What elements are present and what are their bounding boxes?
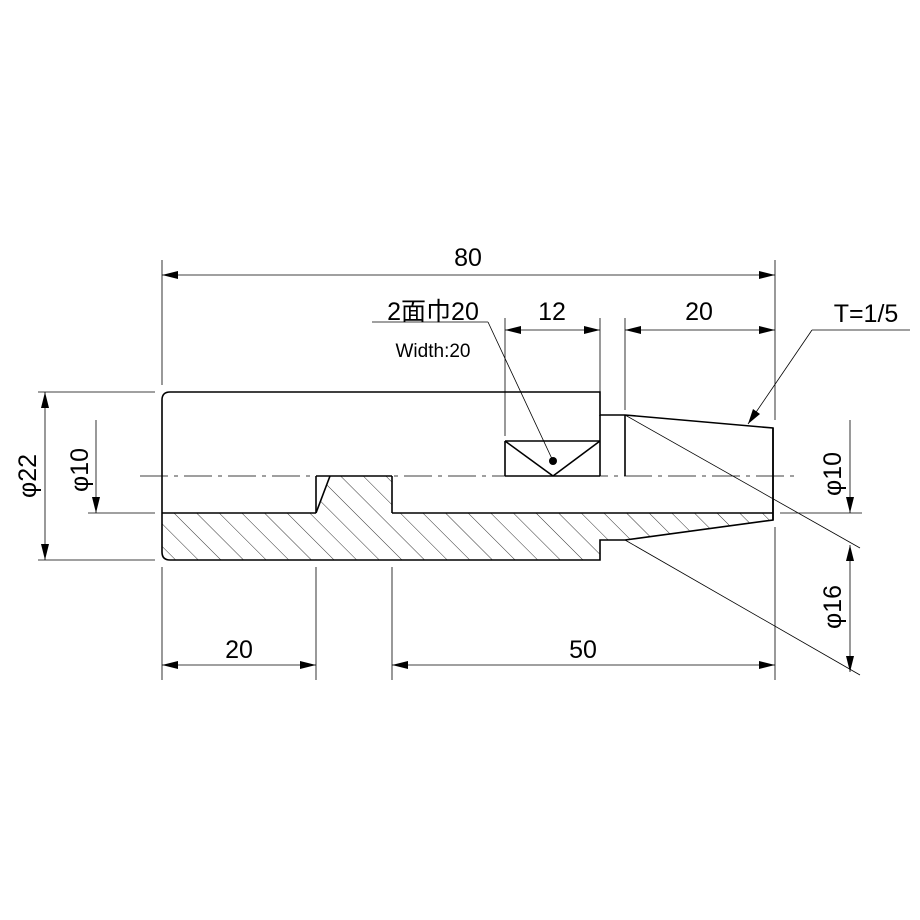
dim-tip-diameter: φ16: [819, 585, 847, 629]
dim-taper-ratio: T=1/5: [834, 300, 899, 328]
dim-left-bore-depth: 20: [225, 636, 253, 664]
dim-width-across-flats-jp: 2面巾20: [387, 298, 479, 326]
extension-lines: [38, 260, 862, 680]
dim-right-bore-depth: 50: [569, 636, 597, 664]
dimension-texts: 80 2面巾20 Width:20 12 20 T=1/5 20 50 φ22 …: [14, 244, 898, 664]
dimension-lines: [41, 271, 854, 672]
dim-outer-diameter: φ22: [14, 454, 42, 498]
dim-flat-length: 12: [538, 298, 566, 326]
section-hatching: [162, 476, 773, 560]
leader-dot: [549, 457, 557, 465]
dim-bore-diameter-left: φ10: [66, 448, 94, 492]
dim-bore-diameter-right: φ10: [819, 452, 847, 496]
dim-width-across-flats-en: Width:20: [396, 341, 471, 362]
leader-lines: [372, 321, 910, 465]
dim-taper-length: 20: [685, 298, 713, 326]
dim-overall-length: 80: [454, 244, 482, 272]
